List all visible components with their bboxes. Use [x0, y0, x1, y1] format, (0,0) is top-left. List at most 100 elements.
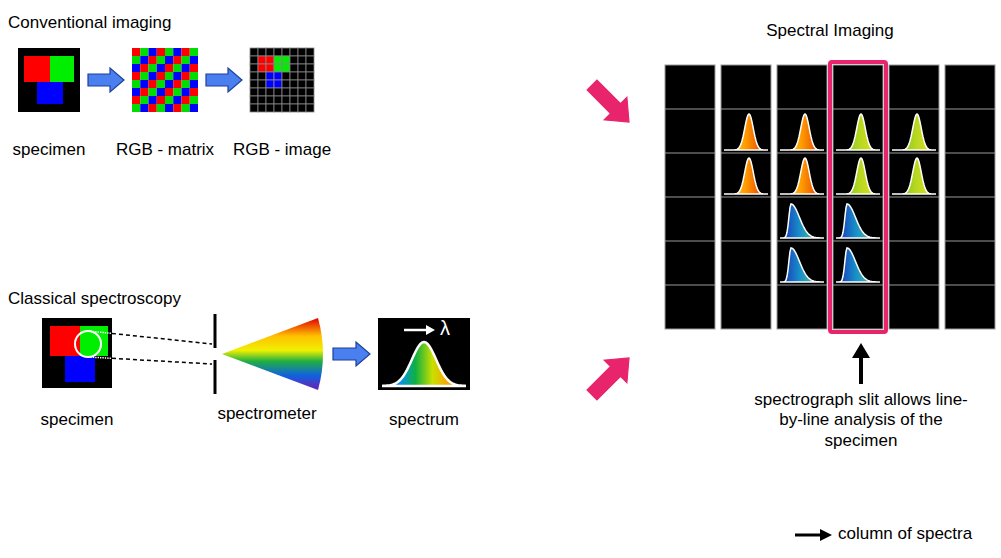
image-pixel: [250, 64, 258, 72]
image-pixel: [290, 64, 298, 72]
image-pixel: [266, 96, 274, 104]
caption: specimen: [41, 410, 114, 430]
panel-title: Spectral Imaging: [766, 21, 894, 41]
row-divider: [889, 241, 939, 242]
bayer-cell: [182, 80, 190, 88]
image-pixel: [306, 64, 314, 72]
legend-arrow-head: [820, 529, 832, 541]
image-pixel: [298, 48, 306, 56]
image-pixel: [266, 48, 274, 56]
image-pixel: [282, 88, 290, 96]
pixel-spectrum: [836, 158, 880, 194]
bayer-cell: [182, 48, 190, 56]
image-pixel: [306, 80, 314, 88]
spectral-image-panel: Spectral Imaging: [665, 65, 995, 329]
image-pixel: [258, 80, 266, 88]
specimen-image-art: [18, 48, 80, 112]
image-pixel: [250, 80, 258, 88]
bayer-cell: [149, 80, 157, 88]
image-pixel: [306, 56, 314, 64]
image-pixel: [282, 56, 290, 64]
image-pixel: [298, 72, 306, 80]
row-divider: [777, 197, 827, 198]
row-divider: [777, 285, 827, 286]
image-pixel: [274, 88, 282, 96]
image-pixel: [290, 96, 298, 104]
image-pixel: [250, 88, 258, 96]
spectrum-curve: [382, 342, 466, 386]
blue-flow-arrow: [206, 68, 242, 92]
green-square: [50, 56, 74, 82]
image-pixel: [266, 88, 274, 96]
image-pixel: [306, 88, 314, 96]
row-divider: [665, 197, 715, 198]
section-heading: Classical spectroscopy: [8, 289, 181, 309]
image-pixel: [266, 64, 274, 72]
bayer-cell: [165, 88, 173, 96]
bayer-cell: [182, 104, 190, 112]
bayer-cell: [190, 56, 198, 64]
image-pixel: [274, 56, 282, 64]
specimen-ground: [18, 48, 80, 112]
image-pixel: [298, 56, 306, 64]
dispersion-fan: [222, 318, 323, 390]
image-pixel: [282, 96, 290, 104]
slit-highlight: [830, 62, 886, 332]
pixel-spectrum: [836, 204, 880, 238]
red-square: [24, 56, 50, 82]
sample-spot: [75, 331, 101, 357]
bayer-cell: [149, 88, 157, 96]
bayer-cell: [132, 56, 140, 64]
bayer-cell: [190, 72, 198, 80]
bayer-cell: [140, 48, 148, 56]
row-divider: [889, 285, 939, 286]
slit-pointer-arrow: [859, 356, 863, 384]
bayer-cell: [190, 48, 198, 56]
bayer-cell: [165, 96, 173, 104]
bayer-cell: [140, 64, 148, 72]
pixel-spectrum: [836, 114, 880, 150]
bayer-cell: [190, 88, 198, 96]
pixel-spectrum: [780, 204, 824, 238]
bayer-cell: [182, 64, 190, 72]
bayer-cell: [165, 72, 173, 80]
spectrometer: spectrometer: [210, 314, 325, 394]
bayer-cell: [165, 80, 173, 88]
image-pixel: [282, 64, 290, 72]
bayer-cell: [173, 72, 181, 80]
image-pixel: [266, 80, 274, 88]
image-pixel: [250, 56, 258, 64]
image-pixel: [298, 96, 306, 104]
row-divider: [721, 241, 771, 242]
image-pixel: [258, 48, 266, 56]
caption: RGB - matrix: [116, 140, 214, 160]
spectra-column: [945, 65, 995, 329]
image-pixel: [274, 48, 282, 56]
image-pixel: [274, 96, 282, 104]
pixel-spectrum: [892, 158, 936, 194]
bayer-cell: [157, 72, 165, 80]
bayer-cell: [132, 72, 140, 80]
bayer-cell: [173, 96, 181, 104]
image-pixel: [298, 64, 306, 72]
caption: specimen: [13, 140, 86, 160]
spectrometer-art: [210, 314, 325, 394]
bayer-cell: [140, 56, 148, 64]
bayer-cell: [182, 72, 190, 80]
sampling-ray: [112, 333, 212, 364]
image-pixel: [306, 104, 314, 112]
row-divider: [721, 285, 771, 286]
image-pixel: [250, 72, 258, 80]
pixel-spectrum: [892, 114, 936, 150]
rgb-matrix: RGB - matrix: [132, 48, 198, 112]
bayer-cell: [165, 56, 173, 64]
image-pixel: [298, 88, 306, 96]
bayer-cell: [132, 88, 140, 96]
bayer-cell: [190, 64, 198, 72]
bayer-cell: [173, 56, 181, 64]
pink-flow-arrow: [587, 358, 629, 400]
bayer-cell: [173, 80, 181, 88]
bayer-cell: [165, 104, 173, 112]
legend-arrow-shaft: [795, 534, 822, 537]
image-pixel: [282, 104, 290, 112]
